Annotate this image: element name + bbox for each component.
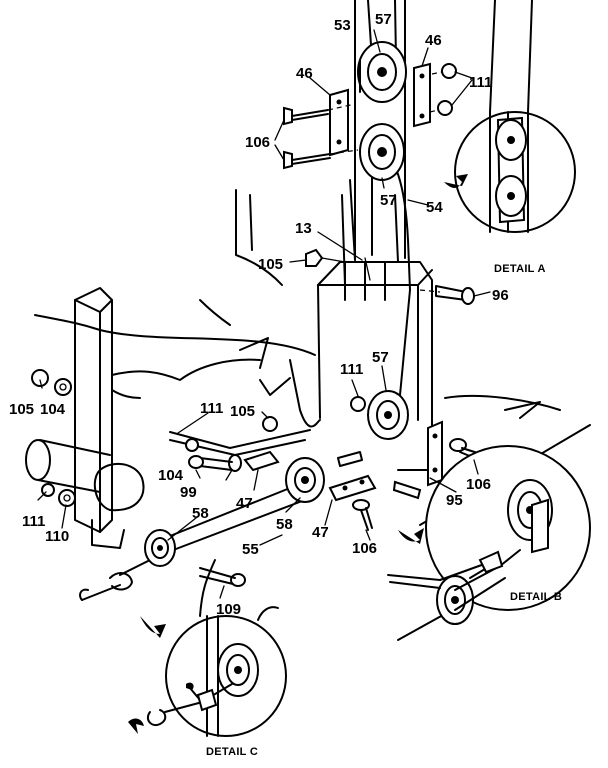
detail-a-label: DETAIL A bbox=[494, 263, 546, 275]
callout-46: 46 bbox=[425, 32, 442, 49]
detail-b-label: DETAIL B bbox=[510, 591, 562, 603]
bolt-96 bbox=[419, 285, 475, 305]
nut-111-mid bbox=[350, 396, 366, 412]
detail-c-inset bbox=[128, 559, 287, 737]
nut-105-mid bbox=[262, 416, 278, 432]
callout-106: 106 bbox=[245, 134, 270, 151]
callout-47: 47 bbox=[236, 495, 253, 512]
bolt-99 bbox=[188, 454, 242, 472]
bolt-109 bbox=[199, 567, 246, 587]
callout-104: 104 bbox=[158, 467, 184, 484]
callout-111: 111 bbox=[469, 74, 492, 91]
callout-104: 104 bbox=[40, 401, 66, 418]
bolts-106-top bbox=[283, 103, 359, 170]
callout-46: 46 bbox=[296, 65, 313, 82]
callout-57: 57 bbox=[375, 11, 392, 28]
callout-111: 111 bbox=[200, 400, 223, 417]
callout-105: 105 bbox=[230, 403, 255, 420]
callout-111: 111 bbox=[22, 513, 45, 530]
brackets-47 bbox=[243, 450, 377, 502]
callout-labels: 53 57 46 46 111 106 57 54 13 105 96 111 … bbox=[9, 11, 562, 758]
washers-left bbox=[31, 369, 76, 507]
callout-96: 96 bbox=[492, 287, 509, 304]
pulley-58-right bbox=[285, 457, 325, 503]
roller-cylinder bbox=[25, 439, 145, 512]
leader-lines bbox=[37, 29, 491, 599]
callout-99: 99 bbox=[180, 484, 197, 501]
callout-95: 95 bbox=[446, 492, 463, 509]
callout-57: 57 bbox=[380, 192, 397, 209]
detail-c-label: DETAIL C bbox=[206, 746, 258, 758]
callout-110: 110 bbox=[45, 528, 69, 545]
callout-111: 111 bbox=[340, 361, 363, 378]
pulley-58-left bbox=[144, 529, 176, 567]
callout-55: 55 bbox=[242, 541, 259, 558]
tower-base-block bbox=[317, 261, 433, 441]
callout-109: 109 bbox=[216, 601, 241, 618]
pulley-57-lower bbox=[367, 390, 409, 440]
callout-106: 106 bbox=[352, 540, 377, 557]
callout-105: 105 bbox=[258, 256, 283, 273]
callout-13: 13 bbox=[295, 220, 312, 237]
detail-a-inset bbox=[444, 0, 576, 233]
pulley-57-top bbox=[357, 41, 407, 103]
upright-tower bbox=[235, 0, 406, 286]
pulley-57-mid bbox=[359, 123, 405, 181]
callout-105: 105 bbox=[9, 401, 34, 418]
callout-53: 53 bbox=[334, 17, 351, 34]
callout-58: 58 bbox=[276, 516, 293, 533]
bracket-46-left bbox=[329, 88, 349, 157]
detail-b-inset bbox=[387, 445, 591, 625]
callout-47: 47 bbox=[312, 524, 329, 541]
nuts-111-top bbox=[429, 63, 457, 116]
bracket-46-right bbox=[413, 62, 431, 128]
callout-57: 57 bbox=[372, 349, 389, 366]
callout-106: 106 bbox=[466, 476, 491, 493]
cable-end-hook bbox=[79, 572, 133, 601]
callout-54: 54 bbox=[426, 199, 443, 216]
bolt-106-lower bbox=[352, 499, 373, 531]
nut-105-tower bbox=[305, 248, 346, 267]
callout-58: 58 bbox=[192, 505, 209, 522]
hardware-104-mid bbox=[185, 438, 199, 452]
